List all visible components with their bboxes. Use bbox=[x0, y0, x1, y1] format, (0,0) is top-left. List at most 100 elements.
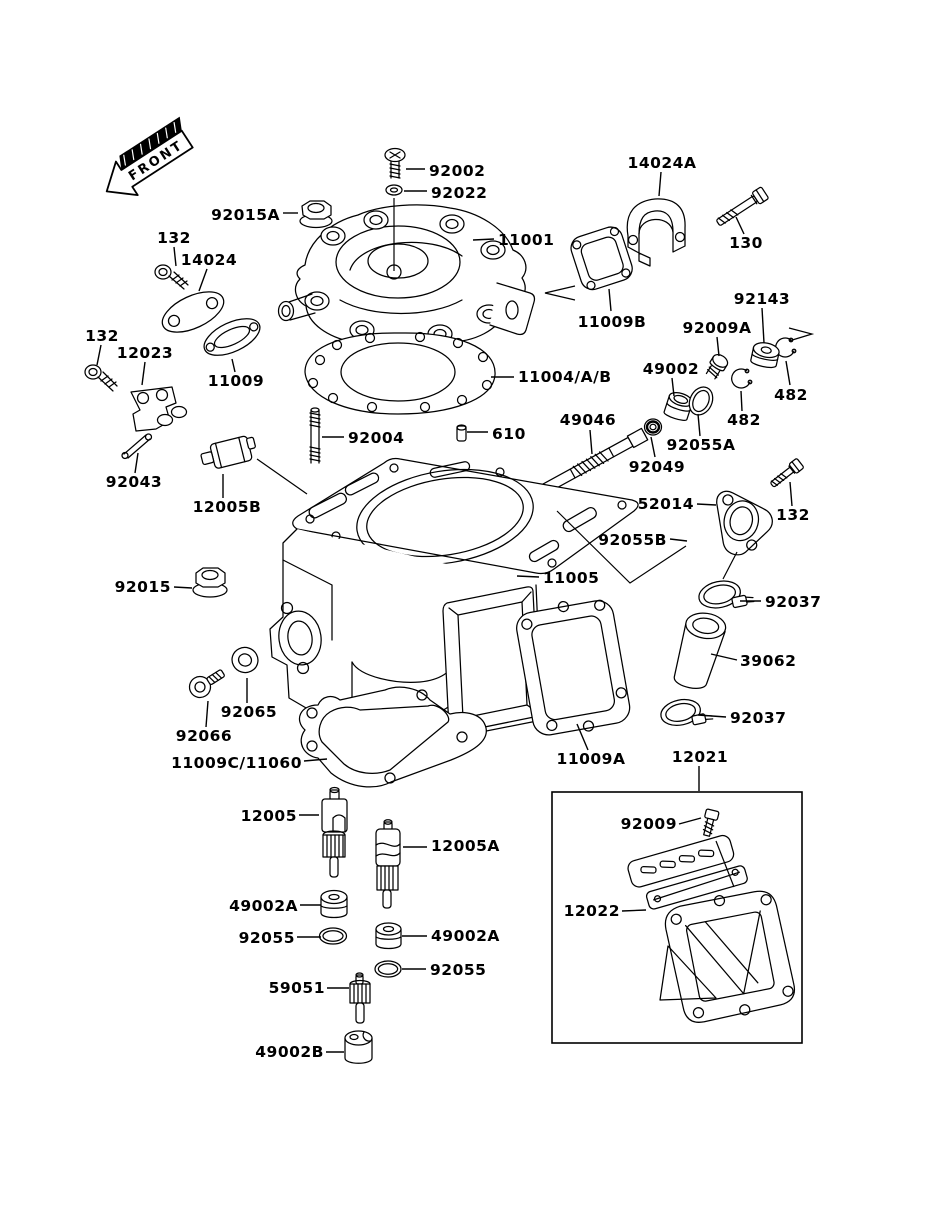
part-label-12005A: 12005A bbox=[431, 837, 500, 855]
fitting-52014-art bbox=[716, 490, 773, 556]
leader-49002 bbox=[671, 377, 675, 397]
part-label-92065: 92065 bbox=[221, 703, 277, 721]
leader-482-a bbox=[785, 360, 791, 386]
part-label-92055A: 92055A bbox=[667, 436, 736, 454]
screw-132-top-art bbox=[154, 264, 189, 290]
leader-49046 bbox=[589, 429, 593, 455]
inset-box bbox=[551, 791, 803, 1044]
part-label-92143: 92143 bbox=[734, 290, 790, 308]
valve-12005b-art bbox=[200, 435, 256, 469]
part-label-610: 610 bbox=[492, 425, 526, 443]
mount-arrow-clip bbox=[788, 327, 815, 342]
part-label-482-b: 482 bbox=[727, 411, 761, 429]
leader-132-c bbox=[789, 481, 793, 507]
bushing-49002a-left-art bbox=[320, 889, 348, 919]
eclip-482-left-art bbox=[731, 368, 753, 389]
part-label-39062: 39062 bbox=[740, 652, 796, 670]
part-labels: 920029202292015A110011321402414024A13011… bbox=[85, 154, 821, 1061]
leader-92066 bbox=[205, 700, 209, 728]
oring-92055-left-inner bbox=[322, 930, 344, 942]
pin-610-art bbox=[456, 424, 467, 442]
part-label-92015: 92015 bbox=[115, 578, 171, 596]
oring-92055a-art bbox=[688, 386, 714, 416]
leader-132-a bbox=[173, 246, 177, 267]
part-label-92022: 92022 bbox=[431, 184, 487, 202]
leader-92009 bbox=[678, 817, 702, 825]
leader-132-b bbox=[96, 344, 102, 366]
part-label-49046: 49046 bbox=[560, 411, 616, 429]
gasket-11009a-art bbox=[516, 599, 631, 736]
part-label-92055-a: 92055 bbox=[239, 929, 295, 947]
part-label-92015A: 92015A bbox=[211, 206, 280, 224]
reed-valve-inset-art bbox=[627, 808, 796, 1023]
part-label-11009B: 11009B bbox=[578, 313, 647, 331]
part-label-482-a: 482 bbox=[774, 386, 808, 404]
plate-14024-art bbox=[161, 291, 225, 333]
pointer-lines bbox=[256, 198, 815, 888]
clamp-92037-bottom-art bbox=[660, 698, 714, 726]
part-label-49002A-a: 49002A bbox=[229, 897, 298, 915]
leader-92049 bbox=[650, 436, 656, 458]
part-label-130: 130 bbox=[729, 234, 763, 252]
leader-11001 bbox=[472, 238, 495, 241]
part-label-14024: 14024 bbox=[181, 251, 237, 269]
screw-92002-art bbox=[384, 147, 406, 196]
washer-92065-art bbox=[231, 646, 259, 674]
gasket-11009-art bbox=[203, 318, 261, 356]
cylinder-art bbox=[269, 457, 639, 738]
leader-92143 bbox=[761, 307, 765, 344]
bolt-130-art bbox=[716, 186, 769, 226]
part-label-12022: 12022 bbox=[564, 902, 620, 920]
clamp-92037-top-art bbox=[698, 580, 755, 609]
leader-lines bbox=[96, 168, 793, 1053]
part-label-49002: 49002 bbox=[643, 360, 699, 378]
part-label-132-a: 132 bbox=[157, 229, 191, 247]
bracket-12023-art bbox=[130, 386, 188, 432]
part-label-11009A: 11009A bbox=[557, 750, 626, 768]
head-gasket-art bbox=[304, 331, 496, 415]
part-label-92043: 92043 bbox=[106, 473, 162, 491]
mount-path-oring bbox=[556, 510, 687, 584]
tube-39062-art bbox=[673, 612, 727, 689]
bolt-132c-art bbox=[770, 458, 804, 488]
part-label-11005: 11005 bbox=[543, 569, 599, 587]
part-label-92055B: 92055B bbox=[598, 531, 667, 549]
leader-11009 bbox=[231, 358, 236, 373]
grommet-92143-art bbox=[750, 342, 780, 369]
part-label-49002B: 49002B bbox=[255, 1043, 324, 1061]
leader-92037-b bbox=[697, 714, 727, 718]
leader-12022 bbox=[621, 909, 647, 912]
leader-130 bbox=[735, 216, 745, 235]
part-label-49002A-b: 49002A bbox=[431, 927, 500, 945]
cylinder-head-art bbox=[277, 204, 536, 350]
front-arrow: FRONT bbox=[105, 116, 194, 197]
gear-59051-art bbox=[349, 972, 371, 1024]
part-label-12023: 12023 bbox=[117, 344, 173, 362]
leader-92055A bbox=[697, 413, 701, 437]
kips-12005-art bbox=[321, 786, 348, 878]
screw-92009a-art bbox=[705, 353, 729, 380]
diagram-artwork: FRONT bbox=[84, 116, 804, 1064]
leader-11009B bbox=[608, 288, 612, 312]
nut-92015a-art bbox=[299, 200, 333, 229]
part-label-11009C-11060: 11009C/11060 bbox=[171, 754, 302, 772]
part-label-11004AB: 11004/A/B bbox=[518, 368, 612, 386]
bushing-49002b-art bbox=[344, 1030, 373, 1064]
part-label-92037-a: 92037 bbox=[765, 593, 821, 611]
leader-14024 bbox=[198, 268, 208, 292]
mount-path-12005b bbox=[256, 458, 308, 495]
part-label-12021: 12021 bbox=[672, 748, 728, 766]
part-label-92055-b: 92055 bbox=[430, 961, 486, 979]
oring-92055-right-inner bbox=[377, 963, 399, 975]
stud-92004-art bbox=[309, 407, 321, 464]
head-gasket-holes bbox=[307, 331, 493, 413]
part-label-92004: 92004 bbox=[348, 429, 404, 447]
leader-11009C-11060 bbox=[303, 758, 328, 762]
part-label-14024A: 14024A bbox=[628, 154, 697, 172]
kips-12005a-art bbox=[375, 819, 401, 909]
part-label-92066: 92066 bbox=[176, 727, 232, 745]
bolt-92066-art bbox=[188, 669, 225, 699]
part-label-12005B: 12005B bbox=[193, 498, 262, 516]
